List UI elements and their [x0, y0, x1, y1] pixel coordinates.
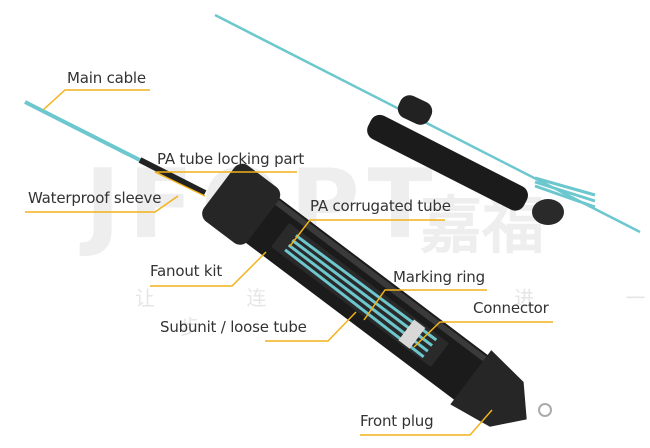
upper-cable — [214, 13, 641, 234]
upper-tube — [367, 114, 528, 211]
label-subunit-loose-tube: Subunit / loose tube — [160, 318, 307, 336]
wm-char: 进 — [514, 286, 535, 310]
locking-part — [202, 163, 281, 245]
label-pa-corrugated-tube: PA corrugated tube — [310, 197, 451, 215]
wm-char: 一 — [625, 286, 646, 310]
label-main-cable: Main cable — [67, 69, 146, 87]
wm-char: 步 — [180, 315, 200, 339]
upper-connectors — [534, 176, 596, 209]
label-pa-tube-locking-part: PA tube locking part — [157, 150, 305, 168]
label-fanout-kit: Fanout kit — [150, 262, 223, 280]
upper-cap — [397, 95, 433, 125]
leader-lines — [25, 89, 553, 436]
label-connector: Connector — [473, 299, 549, 317]
label-front-plug: Front plug — [360, 412, 434, 430]
pull-ring — [538, 403, 552, 417]
label-marking-ring: Marking ring — [393, 268, 485, 286]
corrugated-tube — [202, 163, 527, 427]
label-waterproof-sleeve: Waterproof sleeve — [28, 189, 162, 207]
wm-char: 连 — [246, 286, 267, 310]
front-plug — [450, 350, 527, 427]
wm-char: 让 — [135, 286, 155, 310]
upper-end-cap — [532, 199, 564, 225]
